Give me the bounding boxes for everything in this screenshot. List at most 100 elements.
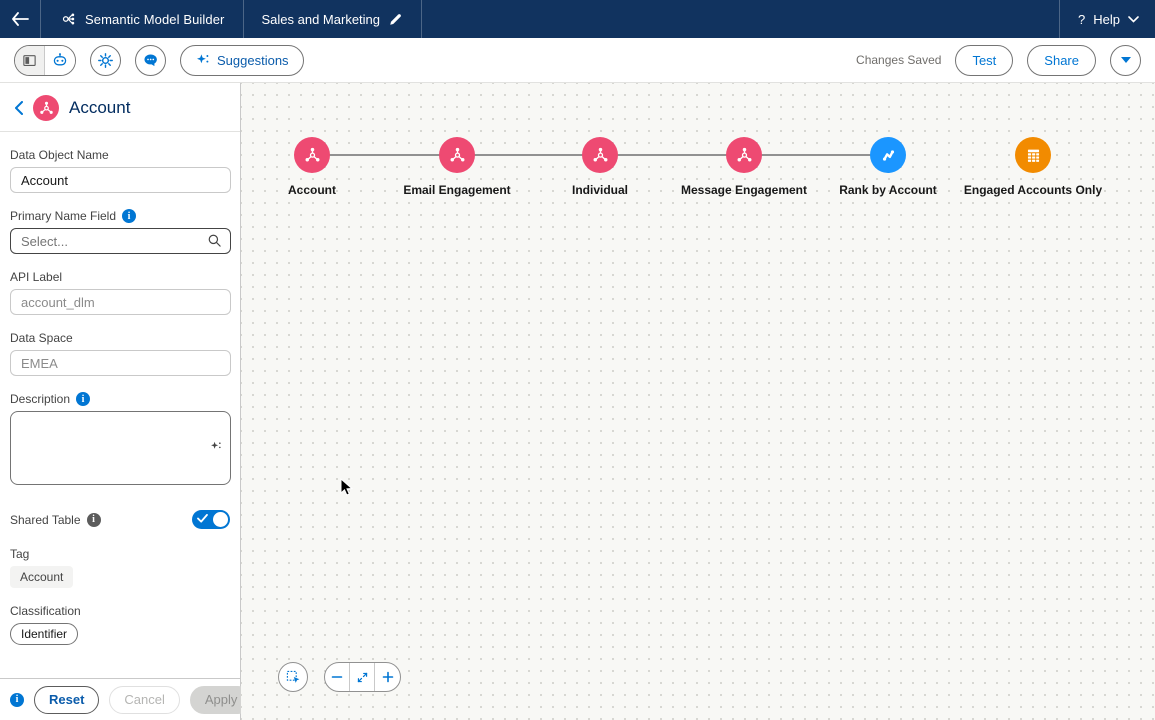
node-message-engagement[interactable]: Message Engagement xyxy=(659,137,829,197)
marquee-select-icon xyxy=(286,670,300,683)
data-space-input xyxy=(10,350,231,376)
navbar-divider xyxy=(1059,0,1061,38)
edit-pencil-icon[interactable] xyxy=(388,12,403,27)
test-button[interactable]: Test xyxy=(955,44,1014,76)
api-label-input xyxy=(10,289,231,315)
info-icon[interactable]: i xyxy=(10,692,24,707)
panel-title: Account xyxy=(69,98,131,117)
toggle-knob xyxy=(213,512,228,527)
navbar-right: ? Help xyxy=(1059,0,1155,38)
navbar-divider xyxy=(40,0,41,38)
tag-chip: Account xyxy=(10,566,74,588)
panel-header: Account xyxy=(0,83,240,131)
data-space-label: Data Space xyxy=(10,331,73,345)
search-icon xyxy=(208,234,221,247)
model-name: Sales and Marketing xyxy=(261,11,381,27)
chevron-down-icon[interactable] xyxy=(1128,15,1139,23)
zoom-in-button[interactable] xyxy=(375,663,400,691)
changes-saved-status: Changes Saved xyxy=(856,53,942,67)
shared-table-toggle[interactable] xyxy=(192,510,230,529)
app-title: Semantic Model Builder xyxy=(85,11,225,27)
panel-toggle-group xyxy=(14,44,76,76)
divider xyxy=(0,131,240,132)
plus-icon xyxy=(382,671,393,683)
node-label: Message Engagement xyxy=(680,183,808,197)
triangle-down-icon xyxy=(1120,57,1131,63)
node-email-engagement[interactable]: Email Engagement xyxy=(372,137,542,197)
navbar-divider xyxy=(242,0,244,38)
canvas-controls xyxy=(278,662,401,692)
top-navbar: Semantic Model Builder Sales and Marketi… xyxy=(0,0,1155,38)
navbar-divider xyxy=(421,0,423,38)
assistant-panel-button[interactable] xyxy=(45,45,75,75)
node-account[interactable]: Account xyxy=(227,137,397,197)
data-object-icon xyxy=(33,95,59,121)
toggle-side-panel-button[interactable] xyxy=(15,45,45,75)
node-label: Rank by Account xyxy=(839,183,937,197)
node-label: Engaged Accounts Only xyxy=(963,183,1103,197)
properties-panel: Account Data Object Name Primary Name Fi… xyxy=(0,83,253,720)
gear-icon xyxy=(98,52,113,68)
chat-feedback-button[interactable] xyxy=(135,44,166,76)
back-arrow-icon xyxy=(12,12,29,26)
primary-name-field-label: Primary Name Field i xyxy=(10,209,230,223)
ai-sparkle-icon[interactable] xyxy=(209,439,223,453)
node-label: Account xyxy=(288,183,336,197)
cancel-button[interactable]: Cancel xyxy=(109,685,180,714)
expand-icon xyxy=(357,672,367,682)
info-icon[interactable]: i xyxy=(122,209,137,223)
semantic-model-icon xyxy=(62,13,75,25)
data-object-name-label: Data Object Name xyxy=(10,148,109,162)
check-icon xyxy=(197,514,208,523)
classification-label: Classification xyxy=(10,604,81,618)
minus-icon xyxy=(331,676,343,678)
tag-label: Tag xyxy=(10,547,30,561)
panel-footer: i Reset Cancel Apply xyxy=(0,678,253,720)
help-question-mark: ? xyxy=(1078,11,1086,27)
node-engaged-accounts-only[interactable]: Engaged Accounts Only xyxy=(948,137,1118,197)
robot-assistant-icon xyxy=(53,53,67,66)
shared-table-row: Shared Table i xyxy=(10,510,230,529)
zoom-out-button[interactable] xyxy=(325,663,350,691)
model-canvas[interactable]: Account Email Engagement Individual Mess… xyxy=(241,83,1155,720)
node-label: Individual xyxy=(571,183,628,197)
suggestions-label: Suggestions xyxy=(217,52,289,68)
table-icon xyxy=(1027,149,1039,162)
description-label: Description i xyxy=(10,392,230,406)
data-object-name-input[interactable] xyxy=(10,167,231,193)
zoom-controls xyxy=(324,662,401,692)
settings-button[interactable] xyxy=(90,44,121,76)
more-actions-dropdown[interactable] xyxy=(1110,44,1141,76)
help-label[interactable]: Help xyxy=(1093,11,1120,27)
left-panel-icon xyxy=(23,54,36,66)
toolbar: Suggestions Changes Saved Test Share xyxy=(0,38,1155,83)
info-icon[interactable]: i xyxy=(76,392,91,406)
data-object-icon xyxy=(593,147,607,162)
description-textarea[interactable] xyxy=(10,411,231,485)
node-rank-by-account[interactable]: Rank by Account xyxy=(803,137,973,197)
panel-back-button[interactable] xyxy=(14,101,23,115)
shared-table-label: Shared Table i xyxy=(10,512,101,527)
ai-sparkle-icon xyxy=(197,54,209,64)
chat-bubble-icon xyxy=(144,53,157,66)
node-individual[interactable]: Individual xyxy=(515,137,685,197)
share-button[interactable]: Share xyxy=(1027,44,1096,76)
model-name-section: Sales and Marketing xyxy=(244,0,422,38)
multi-select-button[interactable] xyxy=(278,662,308,692)
zoom-fit-button[interactable] xyxy=(350,663,375,691)
app-title-section: Semantic Model Builder xyxy=(41,0,243,38)
toolbar-right: Changes Saved Test Share xyxy=(856,44,1141,76)
chevron-left-icon xyxy=(15,101,23,115)
classification-chip: Identifier xyxy=(10,623,79,645)
properties-form: Data Object Name Primary Name Field i AP… xyxy=(0,132,240,645)
reset-button[interactable]: Reset xyxy=(34,685,100,714)
api-label-label: API Label xyxy=(10,270,63,284)
rank-metric-icon xyxy=(882,149,894,161)
info-icon[interactable]: i xyxy=(86,512,101,527)
data-object-icon xyxy=(450,147,464,162)
suggestions-button[interactable]: Suggestions xyxy=(180,44,304,76)
data-object-icon xyxy=(737,147,751,162)
back-button[interactable] xyxy=(0,0,40,38)
description-field xyxy=(10,411,231,490)
primary-name-field-input[interactable] xyxy=(10,228,231,254)
